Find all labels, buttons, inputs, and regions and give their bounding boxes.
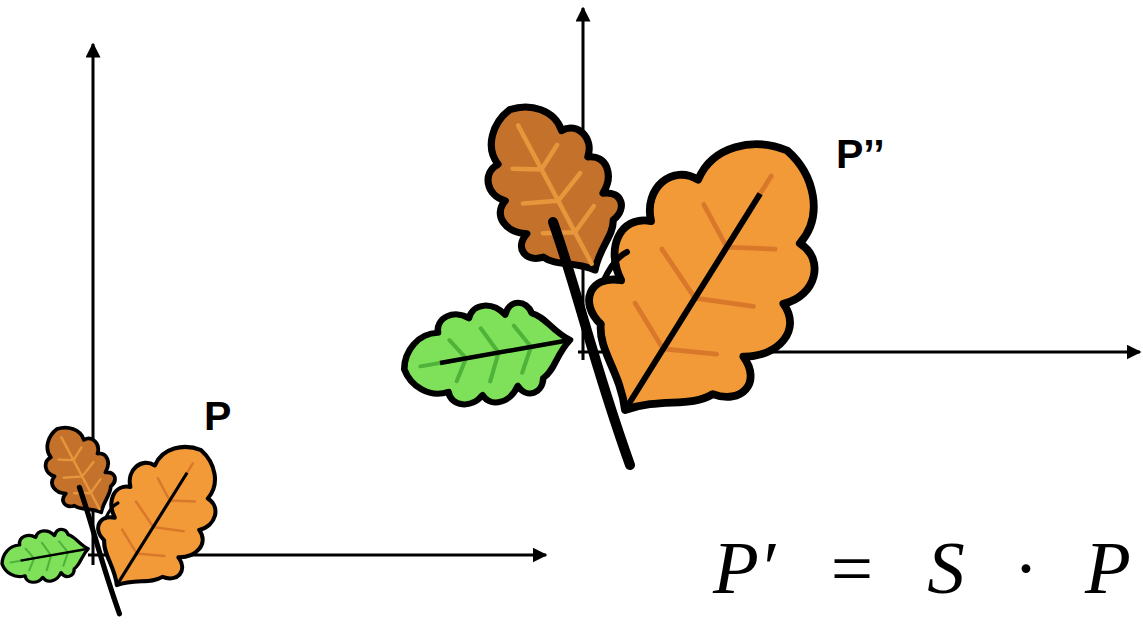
point-label: P — [204, 396, 231, 437]
point-label: P’’ — [836, 134, 885, 175]
scale-equation: P′ = S · P — [713, 530, 1131, 605]
leaf-sprig-large — [396, 82, 870, 465]
leaf-sprig-small — [0, 415, 244, 614]
